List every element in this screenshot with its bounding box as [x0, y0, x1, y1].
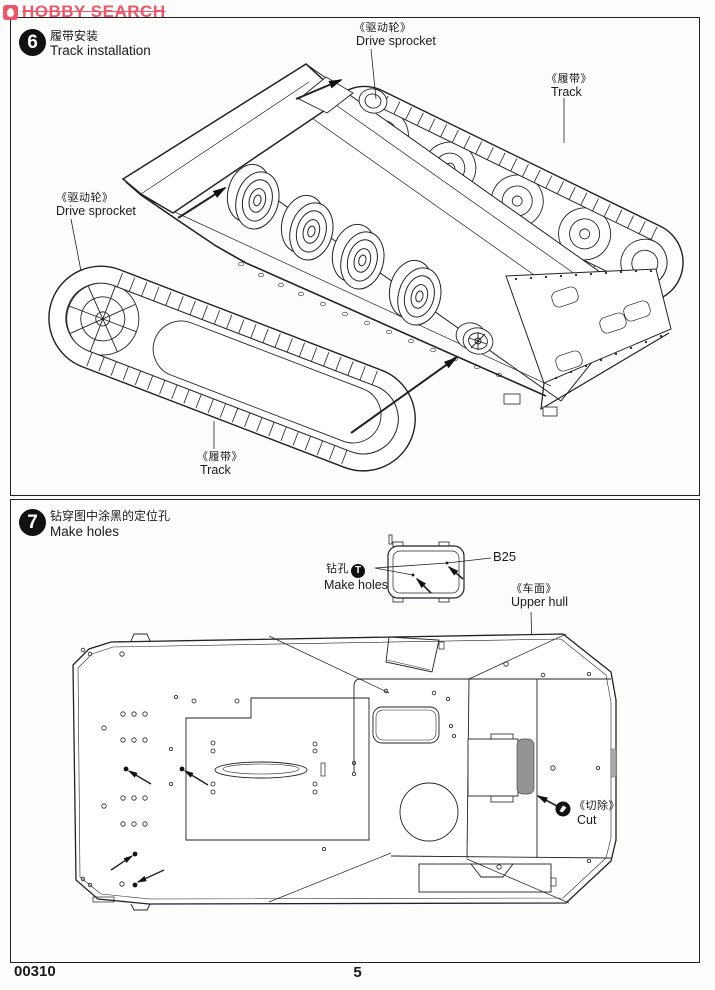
step7-title-cn: 钻穿图中涂黑的定位孔	[50, 509, 171, 523]
cut-mark	[536, 795, 571, 817]
step7-title-en: Make holes	[50, 524, 120, 539]
drive-sprocket-label-top-cn: 《驱动轮》	[354, 22, 412, 34]
leader-lines	[70, 48, 565, 449]
track-label-bottom-en: Track	[200, 463, 231, 477]
track-installation-diagram	[48, 48, 684, 472]
upper-hull-outline	[72, 633, 617, 911]
step6-title-cn: 履带安装	[50, 29, 99, 43]
track-label-right-en: Track	[551, 85, 582, 99]
upper-hull-details	[185, 633, 617, 904]
drive-sprocket-label-left-cn: 《驱动轮》	[56, 192, 114, 204]
lower-hull	[121, 63, 672, 417]
drive-sprocket-label-left-en: Drive sprocket	[56, 204, 136, 218]
cut-label-cn: 《切除》	[574, 800, 620, 812]
cut-label-en: Cut	[577, 813, 597, 827]
upper-hull-label-cn: 《车面》	[511, 583, 557, 595]
drill-label-en: Make holes	[324, 578, 388, 592]
page-number: 5	[353, 964, 362, 981]
step6-title-en: Track installation	[50, 43, 151, 58]
upper-hull-label-en: Upper hull	[511, 595, 568, 609]
track-label-right-cn: 《履带》	[546, 73, 592, 85]
part-code-b25: B25	[493, 549, 517, 564]
watermark-text: HOBBY SEARCH	[22, 2, 166, 21]
hull-holes	[80, 647, 601, 888]
part-b25	[387, 534, 465, 603]
make-holes-diagram	[72, 534, 617, 911]
install-arrows	[177, 79, 458, 434]
make-holes-marks	[110, 766, 209, 888]
road-wheels	[226, 163, 442, 326]
b25-hole-arrows	[415, 565, 464, 594]
watermark: HOBBY SEARCH	[3, 2, 166, 22]
drill-icon: T	[351, 564, 365, 578]
drive-sprocket-label-top-en: Drive sprocket	[356, 34, 436, 48]
step6-panel: 6 履带安装 Track installation 《驱动轮》 Drive sp…	[10, 17, 700, 496]
hobby-search-flame-icon	[3, 4, 18, 20]
rear-drive-sprocket	[455, 322, 494, 355]
drill-label-cn: 钻孔	[326, 563, 349, 575]
step7-panel: 7 钻穿图中涂黑的定位孔 Make holes B25 钻孔 T Make ho…	[10, 499, 700, 963]
detached-track	[48, 265, 416, 472]
step7-number-badge: 7	[19, 509, 46, 536]
kit-number: 00310	[14, 963, 56, 980]
top-drive-sprocket	[358, 88, 388, 114]
track-label-bottom-cn: 《履带》	[197, 451, 243, 463]
step6-number-badge: 6	[19, 29, 46, 56]
b25-leaders	[374, 557, 492, 576]
